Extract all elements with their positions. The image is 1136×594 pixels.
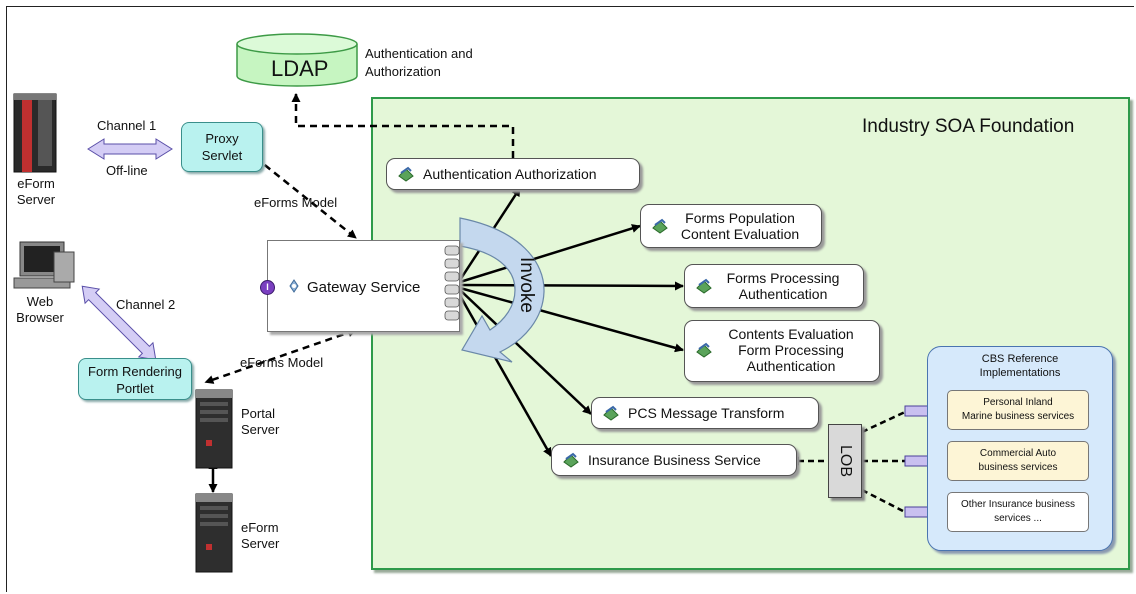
invoke-to-pcs-arrow [459, 289, 592, 415]
cbs-item-personal-inland[interactable]: Personal Inland Marine business services [947, 390, 1089, 430]
channel2-label: Channel 2 [116, 297, 176, 312]
contents-evaluation-line1: Contents Evaluation [728, 326, 854, 342]
portal-server-line1: Portal [241, 406, 275, 421]
form-rendering-portlet-line2: Portlet [116, 381, 154, 396]
authentication-authorization-label: Authentication Authorization [423, 166, 597, 182]
portal-server-label: Portal Server [241, 406, 279, 438]
diagram-frame [6, 6, 1134, 592]
forms-population-service[interactable]: Forms Population Content Evaluation [640, 204, 822, 248]
cbs-item-commercial-auto-line2: business services [978, 462, 1058, 473]
proxy-servlet-box: Proxy Servlet [181, 122, 263, 172]
invoke-to-contents-evaluation-arrow [459, 286, 684, 353]
lob-to-cbs3-connector [861, 488, 906, 514]
eform-server-top-icon [13, 93, 57, 173]
service-icon [695, 341, 713, 359]
channel1-arrow [87, 138, 173, 160]
portlet-to-gateway-connector [204, 328, 357, 384]
web-browser-line2: Browser [16, 310, 64, 325]
portal-server-line2: Server [241, 422, 280, 437]
cbs-title-line1: CBS Reference [981, 353, 1059, 365]
cbs-title-line2: Implementations [979, 367, 1061, 379]
cbs-item-other-insurance[interactable]: Other Insurance business services ... [947, 492, 1089, 532]
invoke-to-forms-processing-arrow [459, 281, 684, 291]
ldap-note-line2: Authorization [365, 64, 441, 79]
cbs-title: CBS Reference Implementations [927, 352, 1113, 380]
cbs-item-personal-inland-line1: Personal Inland [983, 397, 1053, 408]
lob-box [828, 424, 862, 498]
channel2-arrow [81, 285, 157, 361]
foundation-title: Industry SOA Foundation [862, 116, 1075, 137]
web-browser-line1: Web [26, 294, 54, 309]
cbs-item-other-insurance-line1: Other Insurance business [961, 499, 1075, 510]
forms-population-line2: Content Evaluation [680, 226, 800, 242]
portal-server-icon [195, 389, 233, 469]
forms-processing-service[interactable]: Forms Processing Authentication [684, 264, 864, 308]
eform-server-bottom-line2: Server [241, 536, 280, 551]
eforms-model-bottom-label: eForms Model [240, 355, 324, 370]
channel1-sublabel: Off-line [106, 163, 148, 178]
invoke-to-forms-population-arrow [459, 224, 641, 284]
cbs-item-commercial-auto-line1: Commercial Auto [979, 448, 1057, 459]
eform-server-top-line1: eForm [17, 176, 55, 191]
contents-evaluation-line2: Form Processing [738, 342, 844, 358]
eform-server-bottom-line1: eForm [241, 520, 279, 535]
cbs-item-other-insurance-line2: services ... [994, 513, 1042, 524]
authentication-authorization-service[interactable]: Authentication Authorization [386, 158, 640, 190]
service-icon [651, 217, 669, 235]
lob-to-cbs1-connector [861, 410, 906, 434]
eform-server-bottom-icon [195, 493, 233, 573]
eforms-model-top-label: eForms Model [254, 195, 338, 210]
contents-evaluation-line3: Authentication [746, 358, 836, 374]
contents-evaluation-service[interactable]: Contents Evaluation Form Processing Auth… [684, 320, 880, 382]
forms-processing-line2: Authentication [738, 286, 828, 302]
eform-server-top-label: eForm Server [8, 176, 64, 208]
insurance-business-service-label: Insurance Business Service [588, 452, 761, 468]
cbs-item-commercial-auto[interactable]: Commercial Auto business services [947, 441, 1089, 481]
service-icon [397, 165, 415, 183]
auth-to-ldap-connector [291, 93, 515, 158]
proxy-servlet-line1: Proxy [205, 131, 239, 146]
channel1-label: Channel 1 [97, 118, 157, 133]
insurance-business-service[interactable]: Insurance Business Service [551, 444, 797, 476]
web-browser-label: Web Browser [8, 294, 72, 326]
gateway-service-box[interactable] [267, 240, 460, 332]
lob-label: LOB [837, 445, 854, 478]
forms-population-line1: Forms Population [685, 210, 795, 226]
ldap-note-line1: Authentication and [365, 46, 473, 61]
service-icon [602, 404, 620, 422]
gateway-interface-marker: I [260, 280, 275, 295]
gateway-service-label: Gateway Service [307, 279, 421, 296]
form-rendering-portlet-line1: Form Rendering [88, 364, 182, 379]
cbs-item-personal-inland-line2: Marine business services [961, 411, 1075, 422]
eform-server-bottom-label: eForm Server [241, 520, 279, 552]
gateway-service-icon [286, 278, 302, 294]
ldap-label: LDAP [271, 56, 329, 81]
web-browser-icon [13, 241, 75, 289]
form-rendering-portlet-box: Form Rendering Portlet [78, 358, 192, 400]
pcs-message-transform-service[interactable]: PCS Message Transform [591, 397, 819, 429]
proxy-servlet-line2: Servlet [201, 148, 243, 163]
invoke-arc [459, 217, 545, 363]
invoke-label: Invoke [515, 257, 537, 313]
forms-processing-line1: Forms Processing [726, 270, 840, 286]
ldap-cylinder [236, 33, 358, 87]
service-icon [695, 277, 713, 295]
invoke-to-insurance-arrow [456, 291, 553, 457]
pcs-message-transform-label: PCS Message Transform [628, 405, 785, 421]
gateway-port-strip [444, 244, 460, 328]
service-icon [562, 451, 580, 469]
eform-server-top-line2: Server [16, 192, 56, 207]
